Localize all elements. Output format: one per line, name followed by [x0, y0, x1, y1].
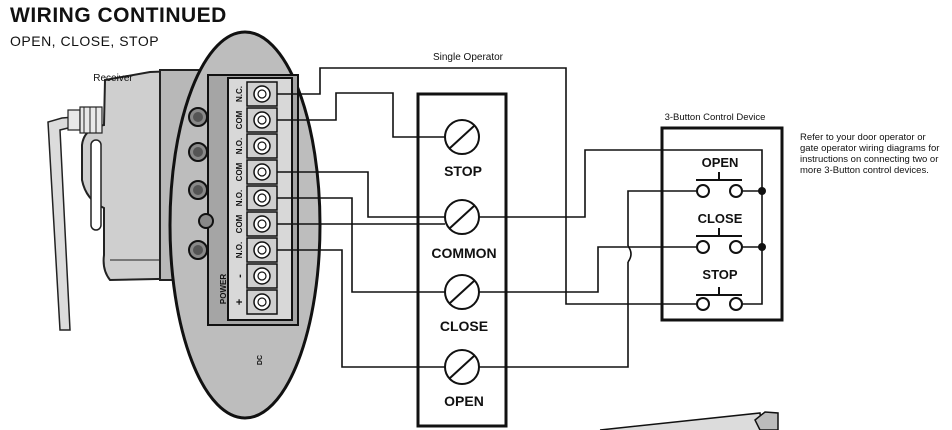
- operator-screw-stop: [444, 119, 480, 155]
- terminal-label-7: N.O.: [235, 242, 244, 258]
- terminal-label-1: N.C.: [235, 86, 244, 102]
- screw-terminal-3: [246, 133, 278, 159]
- operator-screw-open: [444, 349, 480, 385]
- note-text: Refer to your door operator or gate oper…: [800, 132, 940, 176]
- terminal-label-9: +: [234, 299, 246, 305]
- screw-terminal-4: [246, 159, 278, 185]
- page-subtitle: OPEN, CLOSE, STOP: [10, 33, 160, 49]
- control-device-label: 3-Button Control Device: [665, 112, 766, 123]
- screw-terminal-1: [246, 81, 278, 107]
- terminal-label-2: COM: [235, 110, 244, 129]
- terminal-label-4: COM: [235, 162, 244, 181]
- terminal-label-8: -: [234, 274, 246, 278]
- operator-label-stop: STOP: [444, 163, 482, 179]
- control-device: OPEN CLOSE STOP: [660, 126, 784, 322]
- operator-label-open: OPEN: [444, 393, 484, 409]
- screw-terminal-5: [246, 185, 278, 211]
- terminal-label-5: N.O.: [235, 190, 244, 206]
- wires: [277, 67, 720, 368]
- terminal-label-3: N.O.: [235, 138, 244, 154]
- open-switch: [696, 172, 743, 198]
- single-operator-label: Single Operator: [433, 52, 504, 63]
- receiver-label: Receiver: [93, 73, 133, 84]
- control-button-label-close: CLOSE: [698, 211, 743, 226]
- terminal-block: N.C. COM N.O. COM N.O. COM N.O. - + POWE…: [188, 74, 299, 365]
- operator-screw-common: [444, 199, 480, 235]
- screw-terminal-9: [246, 289, 278, 315]
- operator-label-close: CLOSE: [440, 318, 488, 334]
- page-title: WIRING CONTINUED: [10, 4, 227, 27]
- dc-label: DC: [257, 355, 264, 365]
- operator-label-common: COMMON: [431, 245, 496, 261]
- receiver-device: [47, 68, 211, 331]
- mounting-bracket: [599, 411, 779, 430]
- power-label: POWER: [219, 274, 228, 304]
- screw-terminal-7: [246, 237, 278, 263]
- control-button-label-open: OPEN: [702, 155, 739, 170]
- terminal-label-6: COM: [235, 214, 244, 233]
- single-operator-strip: STOP COMMON CLOSE OPEN: [416, 92, 508, 428]
- operator-screw-close: [444, 274, 480, 310]
- screw-terminal-8: [246, 263, 278, 289]
- control-button-label-stop: STOP: [702, 267, 737, 282]
- screw-terminal-2: [246, 107, 278, 133]
- screw-terminal-6: [246, 211, 278, 237]
